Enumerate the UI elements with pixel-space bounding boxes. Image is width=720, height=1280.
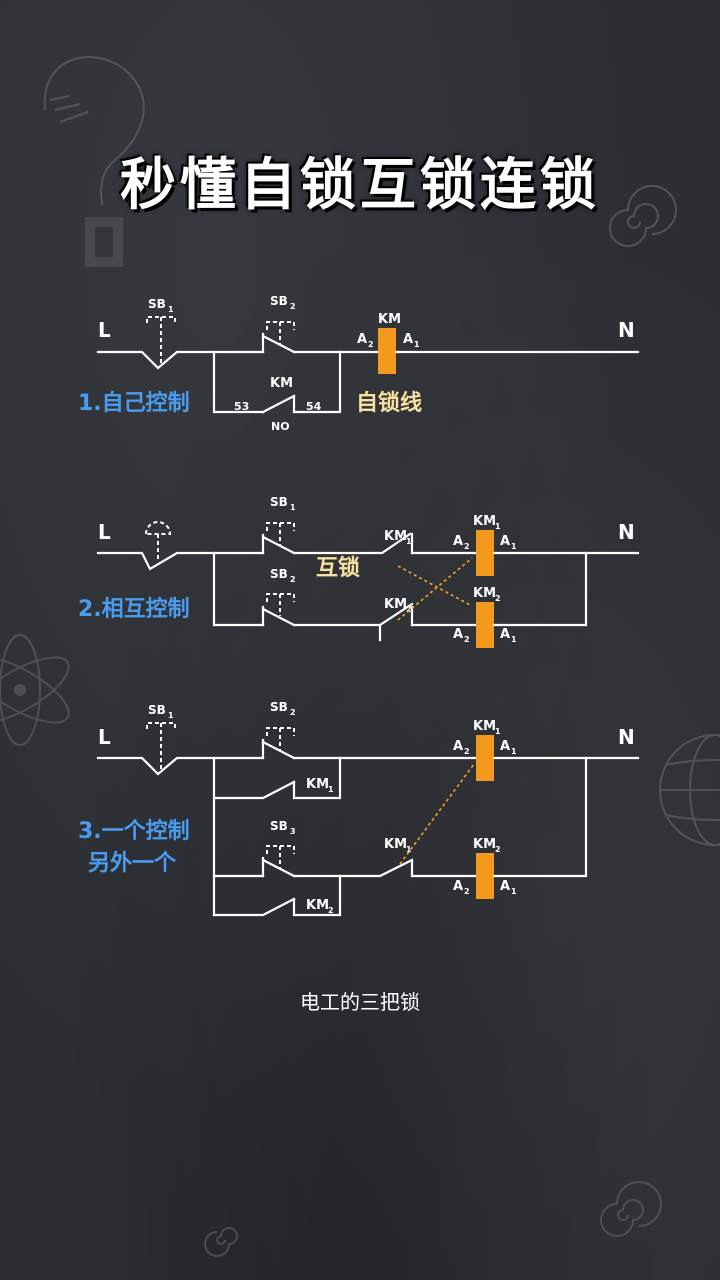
d2-sb1-label: SB [270,495,288,509]
d3-coil1-label: KM [473,719,496,734]
d3-coil1-sub: 1 [495,727,501,736]
d3-km2-coil [476,853,494,899]
d2-km1-coil [476,530,494,576]
d2-interlock-line-b [397,557,473,621]
d2-coil1-label: KM [473,514,496,529]
d3-sb2-contact: SB 2 [261,700,296,760]
caption-text: 电工的三把锁 [300,990,420,1014]
d2-interlock-note: 互锁 [316,555,360,581]
d3-section-label-line1: 3.一个控制 [78,818,190,844]
d3-km1-coil [476,735,494,781]
diagram-self-lock: L N SB 1 SB 2 53 54 KM NO KM A [78,294,640,433]
diagram-chain-lock: L N SB 1 SB 2 KM 1 KM 1 A 2 A 1 [78,700,640,917]
d3-coil2-label: KM [473,837,496,852]
d1-a1-sub: 1 [414,340,420,349]
d1-sb2-sub: 2 [290,302,296,311]
page-title: 秒懂自锁互锁连锁 [120,153,600,218]
d3-coil2-a1-sub: 1 [511,887,517,896]
d3-coil1-a2-sub: 2 [464,747,470,756]
d1-self-lock-note: 自锁线 [356,390,422,416]
d2-coil2-a1: A [500,627,510,642]
d2-coil2-a2: A [453,627,463,642]
d2-coil1-sub: 1 [495,522,501,531]
d3-N-label: N [618,725,635,749]
d3-km2-label: KM [306,898,329,913]
d3-km2-sub: 2 [328,906,334,915]
d1-sb2-label: SB [270,294,288,308]
d3-coil2-a1: A [500,879,510,894]
d2-coil1-a1: A [500,534,510,549]
d2-coil2-sub: 2 [495,594,501,603]
d2-sb2-label: SB [270,567,288,581]
d3-sb3-sub: 3 [290,827,296,836]
d3-sb2-sub: 2 [290,708,296,717]
d2-km2-nc-sub: 2 [406,605,412,614]
d2-km2-nc-label: KM [384,597,407,612]
d2-coil2-a2-sub: 2 [464,635,470,644]
d3-coil1-a2: A [453,739,463,754]
d1-terminal-53: 53 [234,400,249,413]
d3-sb3-contact: SB 3 [261,819,296,878]
d1-L-label: L [98,318,111,342]
d1-coil-label: KM [378,312,401,327]
d2-coil2-a1-sub: 1 [511,635,517,644]
d2-L-label: L [98,520,111,544]
d1-a1: A [403,332,413,347]
d3-coil1-a1: A [500,739,510,754]
d2-coil1-a2: A [453,534,463,549]
diagram-interlock: L N SB 1 KM 1 KM 1 A 2 A 1 [78,495,640,648]
question-mark-icon [43,56,145,267]
d2-coil1-a1-sub: 1 [511,542,517,551]
d2-km1-nc-sub: 1 [406,537,412,546]
d2-section-label: 2.相互控制 [78,596,190,622]
d1-N-label: N [618,318,635,342]
d3-sb1-button: SB 1 [146,703,176,770]
d3-km1-label: KM [306,777,329,792]
d3-sb1-sub: 1 [168,711,174,720]
d3-section-label-line2: 另外一个 [88,850,177,876]
d2-sb2-contact: SB 2 [261,567,296,627]
d1-km-contact-label: KM [270,376,293,391]
d3-km1-nc-sub: 1 [406,845,412,854]
d1-terminal-54: 54 [306,400,322,413]
spiral-icon [609,185,677,247]
d3-coil2-a2-sub: 2 [464,887,470,896]
d1-a2-sub: 2 [368,340,374,349]
d1-sb1-label: SB [148,297,166,311]
d3-sb1-label: SB [148,703,166,717]
d2-N-label: N [618,520,635,544]
d3-sb2-label: SB [270,700,288,714]
d3-coil1-a1-sub: 1 [511,747,517,756]
spiral-icon-bottom [204,1181,662,1257]
d3-sb3-label: SB [270,819,288,833]
d3-coil2-sub: 2 [495,845,501,854]
d1-sb2-contact: SB 2 [261,294,296,354]
d2-coil1-a2-sub: 2 [464,542,470,551]
d2-interlock-line-a [397,565,473,607]
d1-km-coil [378,328,396,374]
d2-stop-button [144,521,172,562]
d3-km1-sub: 1 [328,785,334,794]
d3-coil2-a2: A [453,879,463,894]
d1-a2: A [357,332,367,347]
d2-sb2-sub: 2 [290,575,296,584]
d1-sb1-sub: 1 [168,305,174,314]
d3-km1-nc-label: KM [384,837,407,852]
d2-sb1-sub: 1 [290,503,296,512]
d1-section-label: 1.自己控制 [78,390,190,416]
d1-no-label: NO [271,420,290,433]
d3-chain-line [399,763,475,865]
d2-sb1-contact: SB 1 [261,495,296,555]
d1-sb1-button: SB 1 [146,297,176,364]
d3-L-label: L [98,725,111,749]
atom-icon [0,634,70,746]
globe-icon [659,734,720,846]
d2-km2-coil [476,602,494,648]
d2-km1-nc-label: KM [384,529,407,544]
d2-coil2-label: KM [473,586,496,601]
